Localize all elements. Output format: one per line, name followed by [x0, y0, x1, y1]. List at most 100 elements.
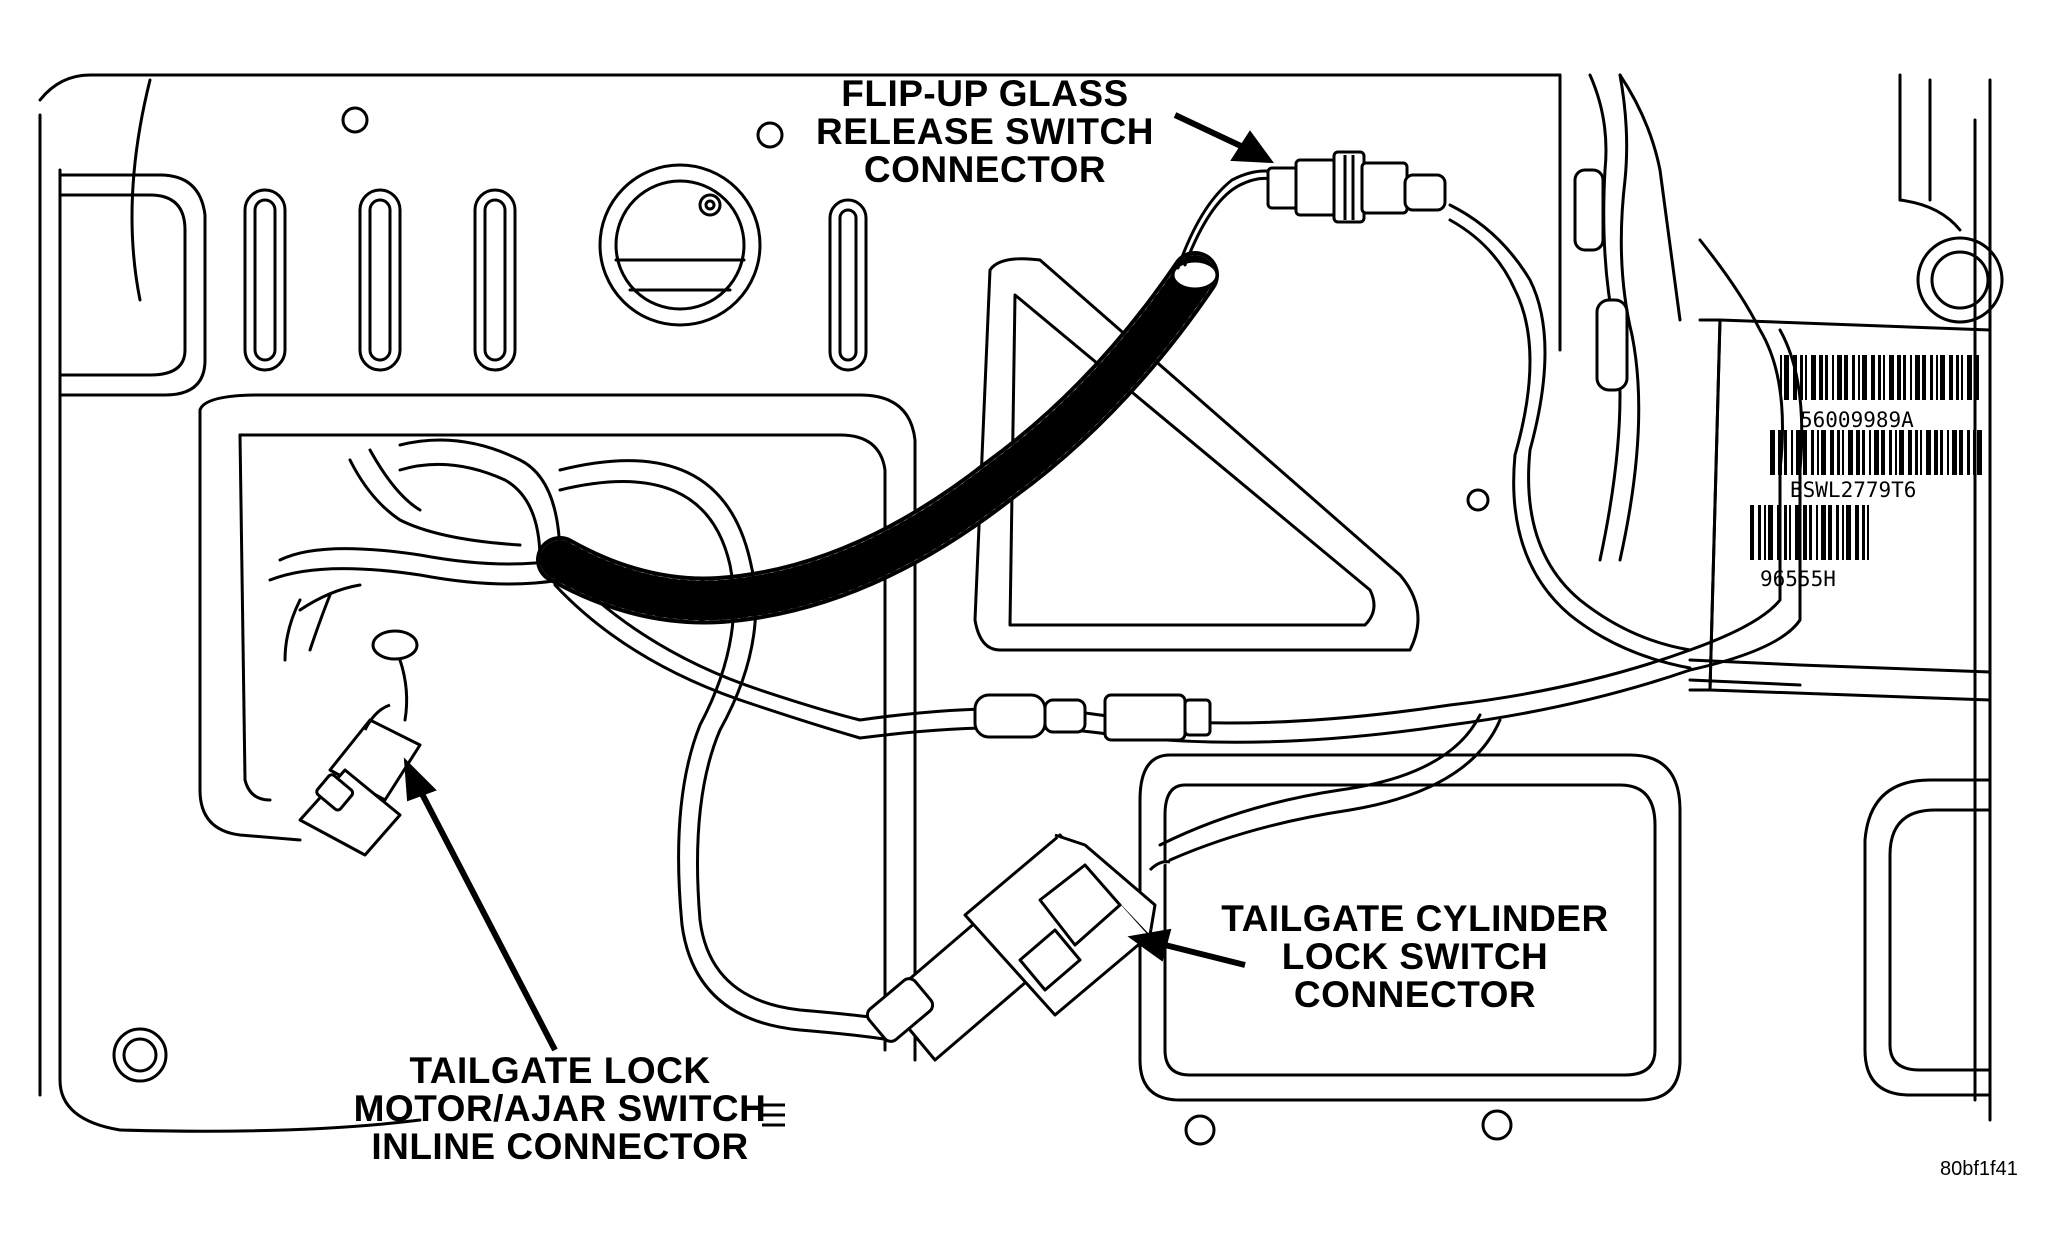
barcode-bar	[1795, 505, 1800, 560]
label-plate	[1688, 318, 1992, 702]
barcode-bar	[1956, 355, 1959, 400]
barcode-bar	[1764, 505, 1766, 560]
barcode-bar	[1821, 505, 1826, 560]
flip-up-lead-wire	[1176, 169, 1277, 270]
callout-line: FLIP-UP GLASS	[841, 73, 1129, 114]
barcode-bar	[1852, 355, 1855, 400]
barcode-bar	[1926, 430, 1931, 475]
barcode-bar	[1828, 505, 1832, 560]
inline-connectors-main-harness	[973, 693, 1212, 742]
barcode-bar	[1837, 355, 1842, 400]
barcode-bar	[1920, 430, 1922, 475]
barcode-bar	[1922, 355, 1926, 400]
mid-harness	[553, 563, 862, 740]
barcode-bar	[1952, 430, 1957, 475]
barcode-bar	[1959, 430, 1963, 475]
barcode-bar	[1811, 355, 1816, 400]
barcode-bar	[1936, 355, 1938, 400]
callout-line: RELEASE SWITCH	[816, 111, 1154, 152]
barcode-bar	[1897, 355, 1901, 400]
barcode-bar	[1967, 355, 1972, 400]
barcode-bar	[1805, 355, 1807, 400]
barcode-bar	[1768, 505, 1773, 560]
left-loop-wire	[398, 438, 892, 1042]
barcode-bar	[1878, 355, 1881, 400]
barcode-bar	[1889, 355, 1894, 400]
barcode-bar	[1811, 430, 1814, 475]
barcode-bar	[1867, 505, 1869, 560]
barcode-bar	[1874, 430, 1879, 475]
barcode-bar	[1789, 505, 1791, 560]
barcode-bar	[1836, 505, 1839, 560]
callout-tailgate-cylinder-connector: TAILGATE CYLINDER LOCK SWITCH CONNECTOR	[1215, 900, 1615, 1014]
barcode-bar	[1903, 355, 1906, 400]
barcode-bar	[1973, 430, 1975, 475]
leader-arrows	[403, 112, 1275, 1052]
barcode-bar	[1915, 430, 1918, 475]
left-harness-bundle	[268, 448, 562, 722]
barcode-bar	[1949, 355, 1953, 400]
lock-motor-inline-connector	[298, 703, 422, 857]
upper-right-panel	[1558, 73, 2004, 352]
barcode-bar	[1846, 505, 1851, 560]
barcodes	[1750, 355, 1982, 560]
barcode-bar	[1881, 430, 1885, 475]
barcode-bar	[1940, 355, 1945, 400]
barcode-bar	[1784, 430, 1787, 475]
barcode-bar	[1848, 430, 1853, 475]
left-access-opening	[198, 393, 917, 1062]
barcode-bar	[1796, 430, 1801, 475]
callout-tick-lines	[762, 1103, 785, 1127]
barcode-bar	[1940, 430, 1943, 475]
barcode-bar	[1967, 430, 1970, 475]
barcode-bar	[1961, 355, 1963, 400]
callout-line: MOTOR/AJAR SWITCH	[353, 1088, 767, 1129]
upper-left-pocket	[58, 173, 207, 397]
barcode-bar	[1889, 430, 1892, 475]
barcode-bar	[1750, 505, 1754, 560]
label-plate-code-1: 56009989A	[1800, 408, 1914, 432]
barcode-bar	[1908, 430, 1912, 475]
lower-center-opening	[1138, 753, 1682, 1102]
mounting-holes	[112, 106, 1513, 1146]
callout-flip-up-glass-connector: FLIP-UP GLASS RELEASE SWITCH CONNECTOR	[800, 75, 1170, 189]
barcode-bar	[1780, 355, 1782, 400]
barcode-bar	[1837, 430, 1840, 475]
barcode-bar	[1825, 355, 1828, 400]
barcode-bar	[1895, 430, 1897, 475]
barcode-bar	[1862, 430, 1865, 475]
barcode-bar	[1830, 430, 1834, 475]
triangle-stamping	[973, 257, 1420, 652]
barcode-bar	[1800, 355, 1803, 400]
barcode-bar	[1821, 430, 1826, 475]
barcode-bar	[1871, 355, 1875, 400]
barcode-bar	[1842, 430, 1844, 475]
barcode-bar	[1809, 505, 1812, 560]
barcode-bar	[1977, 430, 1982, 475]
callout-line: INLINE CONNECTOR	[371, 1126, 749, 1167]
barcode-bar	[1947, 430, 1949, 475]
access-hole-top	[598, 163, 762, 327]
barcode-bar	[1915, 355, 1920, 400]
barcode-bar	[1883, 355, 1885, 400]
lower-right-opening	[1863, 778, 1992, 1097]
barcode-bar	[1793, 355, 1797, 400]
barcode-bar	[1858, 355, 1860, 400]
barcode-bar	[1855, 505, 1859, 560]
label-plate-code-3: 96555H	[1760, 567, 1836, 591]
barcode-bar	[1784, 505, 1787, 560]
barcode-bar	[1862, 355, 1867, 400]
barcode-bar	[1975, 355, 1979, 400]
callout-lock-motor-ajar-connector: TAILGATE LOCK MOTOR/AJAR SWITCH INLINE C…	[345, 1052, 775, 1166]
callout-line: TAILGATE LOCK	[409, 1050, 711, 1091]
label-plate-code-2: BSWL2779T6	[1790, 478, 1917, 502]
barcode-bar	[1899, 430, 1904, 475]
barcode-bar	[1770, 430, 1775, 475]
barcode-bar	[1817, 430, 1819, 475]
barcode-bar	[1819, 355, 1823, 400]
cylinder-branch-harness	[1158, 713, 1502, 862]
barcode-bar	[1862, 505, 1865, 560]
barcode-bar	[1803, 430, 1807, 475]
barcode-bar	[1856, 430, 1860, 475]
